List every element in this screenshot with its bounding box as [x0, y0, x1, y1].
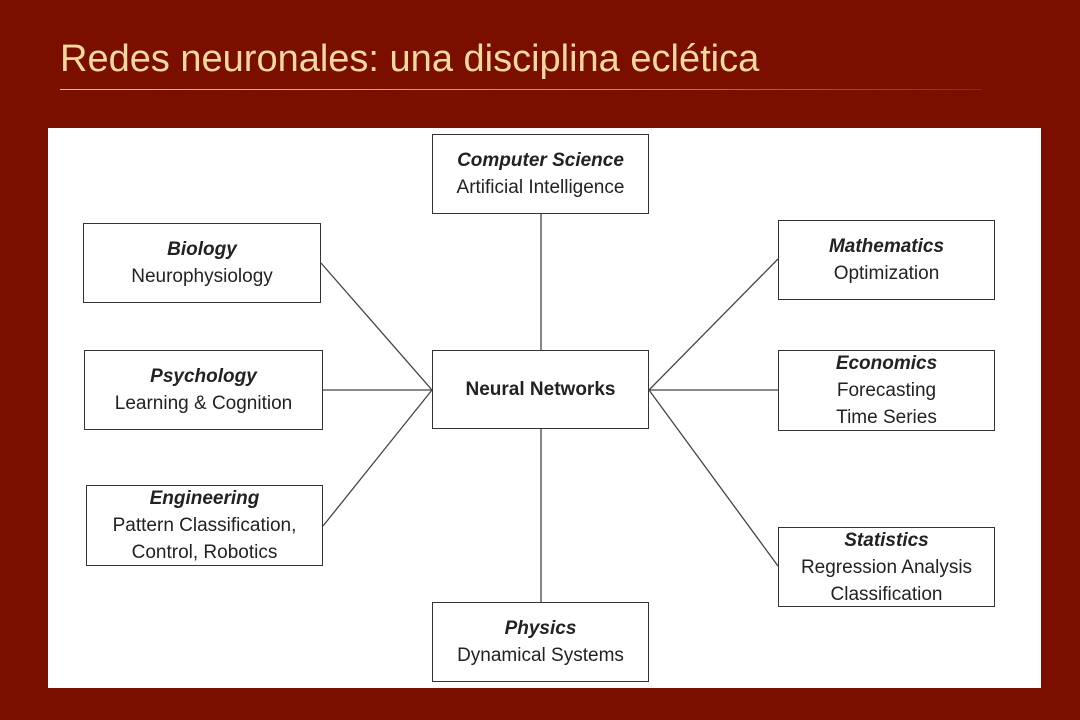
- box-neural-networks: Neural Networks: [432, 350, 649, 429]
- slide-title: Redes neuronales: una disciplina eclétic…: [60, 38, 760, 80]
- box-heading: Statistics: [844, 529, 929, 551]
- center-label: Neural Networks: [465, 379, 616, 400]
- box-subtitle: Learning & Cognition: [114, 393, 293, 414]
- box-subtitle: Optimization: [833, 263, 940, 284]
- box-statistics: Statistics Regression Analysis Classific…: [778, 527, 995, 607]
- title-divider: [60, 89, 982, 90]
- box-subtitle: Dynamical Systems: [457, 645, 624, 666]
- box-subtitle: Regression Analysis: [800, 556, 973, 578]
- box-heading: Economics: [835, 353, 938, 374]
- box-economics: Economics Forecasting Time Series: [778, 350, 995, 431]
- box-subtitle: Classification: [830, 583, 943, 605]
- connector-mathematics: [648, 258, 779, 391]
- connector-lines: [320, 214, 779, 602]
- box-mathematics: Mathematics Optimization: [778, 220, 995, 300]
- box-heading: Psychology: [150, 366, 257, 387]
- box-subtitle: Neurophysiology: [131, 266, 273, 287]
- box-heading: Computer Science: [457, 150, 624, 171]
- box-subtitle: Pattern Classification,: [112, 515, 297, 536]
- box-heading: Physics: [504, 618, 577, 639]
- connector-engineering: [322, 389, 433, 527]
- box-subtitle: Forecasting: [836, 380, 937, 401]
- box-physics: Physics Dynamical Systems: [432, 602, 649, 682]
- connector-biology: [320, 262, 433, 391]
- box-psychology: Psychology Learning & Cognition: [84, 350, 323, 430]
- discipline-diagram: Computer Science Artificial Intelligence…: [48, 128, 1041, 688]
- box-biology: Biology Neurophysiology: [83, 223, 321, 303]
- box-heading: Mathematics: [828, 236, 945, 257]
- box-engineering: Engineering Pattern Classification, Cont…: [86, 485, 323, 566]
- box-subtitle: Artificial Intelligence: [456, 177, 625, 198]
- connector-statistics: [648, 389, 779, 567]
- box-heading: Biology: [167, 239, 237, 260]
- box-subtitle: Time Series: [836, 407, 937, 428]
- box-computer-science: Computer Science Artificial Intelligence: [432, 134, 649, 214]
- box-subtitle: Control, Robotics: [131, 542, 278, 563]
- box-heading: Engineering: [149, 488, 260, 509]
